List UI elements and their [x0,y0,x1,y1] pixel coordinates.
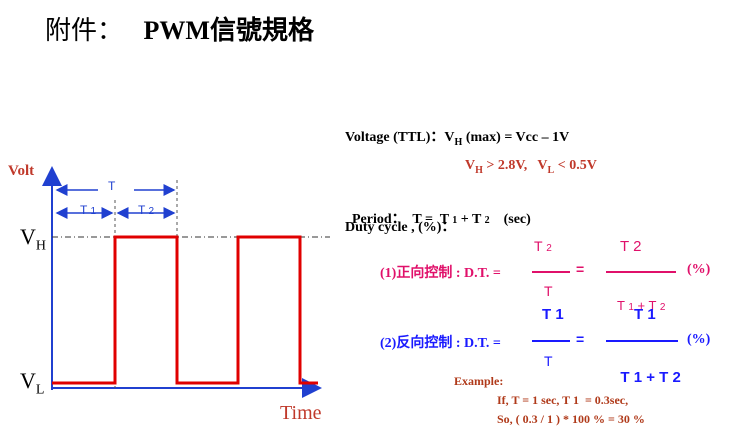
title-prefix: 附件： [45,16,124,45]
forward-fraction-bar-2 [606,271,676,273]
reverse-numerator-2: T 1 [634,306,656,323]
t1-label: T 1 [80,203,97,217]
reverse-denominator-2: T 1 + T 2 [620,369,681,386]
example-line-2: So, ( 0.3 / 1 ) * 100 % = 30 % [497,412,645,426]
x-axis-label: Time [280,402,322,424]
forward-formula-label: (1)正向控制 : D.T. = [380,266,501,281]
duty-cycle-heading: Duty cycle , (%)： [345,220,456,235]
forward-numerator-2: T 2 [620,238,642,255]
reverse-denominator: T [544,353,553,369]
t2-label: T 2 [138,203,155,217]
forward-fraction-bar-1 [532,271,570,273]
reverse-fraction-bar-1 [532,340,570,342]
pwm-signal [52,235,318,385]
title-main: PWM信號規格 [143,16,314,45]
reverse-equals: = [576,331,585,347]
forward-denominator-2: T 1 + T 2 [617,298,666,313]
period-spec: Period： T = T 1 + T 2 (sec) [352,212,531,227]
reverse-formula-label: (2)反向控制 : D.T. = [380,336,501,351]
vl-label: VL [20,368,45,398]
forward-equals: = [576,261,585,277]
example-heading: Example: [454,374,504,388]
forward-unit: (%) [687,262,711,277]
y-axis-label: Volt [8,163,35,179]
voltage-spec: Voltage (TTL)：VH (max) = Vcc – 1V [345,130,570,148]
example-line-1: If, T = 1 sec, T 1 = 0.3sec, [497,393,629,407]
vh-vl-condition: VH > 2.8V, VL < 0.5V [465,158,597,176]
reverse-numerator: T 1 [542,306,564,323]
forward-denominator: T [544,283,553,299]
vh-label: VH [20,224,47,254]
reverse-fraction-bar-2 [606,340,678,342]
page-title: 附件： PWM信號規格 [45,10,314,47]
reverse-unit: (%) [687,332,711,347]
period-label: T [108,179,116,193]
forward-numerator: T 2 [534,238,552,254]
